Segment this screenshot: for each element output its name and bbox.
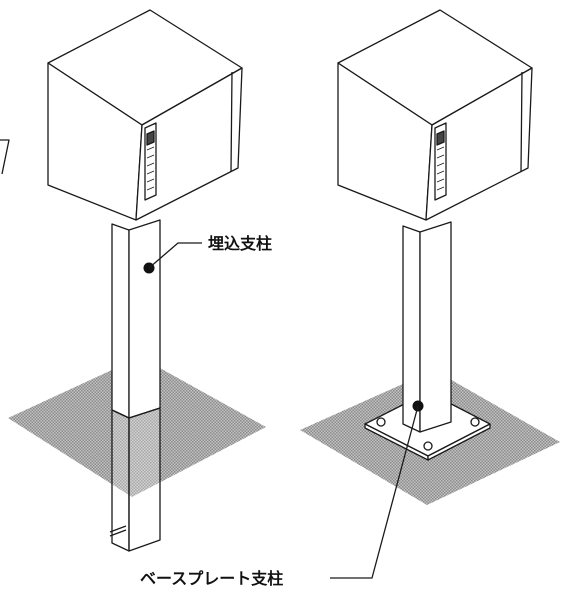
base-plate-post-label: ベースプレート支柱 bbox=[140, 569, 283, 588]
embedded-post-label: 埋込支柱 bbox=[208, 234, 272, 253]
mailbox-box-right bbox=[337, 9, 533, 221]
embedded-post-leader bbox=[143, 242, 202, 274]
mailbox-box-left bbox=[47, 9, 243, 221]
keypad-icon bbox=[144, 122, 157, 201]
anchor-bolt-icons bbox=[376, 395, 480, 451]
ground-patch-left bbox=[8, 357, 266, 497]
adjacent-figure-fragment bbox=[0, 139, 10, 175]
embedded-post-assembly bbox=[8, 9, 266, 552]
keypad-icon bbox=[434, 122, 447, 201]
base-plate-post bbox=[402, 221, 452, 433]
base-plate-post-leader bbox=[330, 400, 424, 579]
base-plate-post-assembly bbox=[300, 9, 560, 579]
